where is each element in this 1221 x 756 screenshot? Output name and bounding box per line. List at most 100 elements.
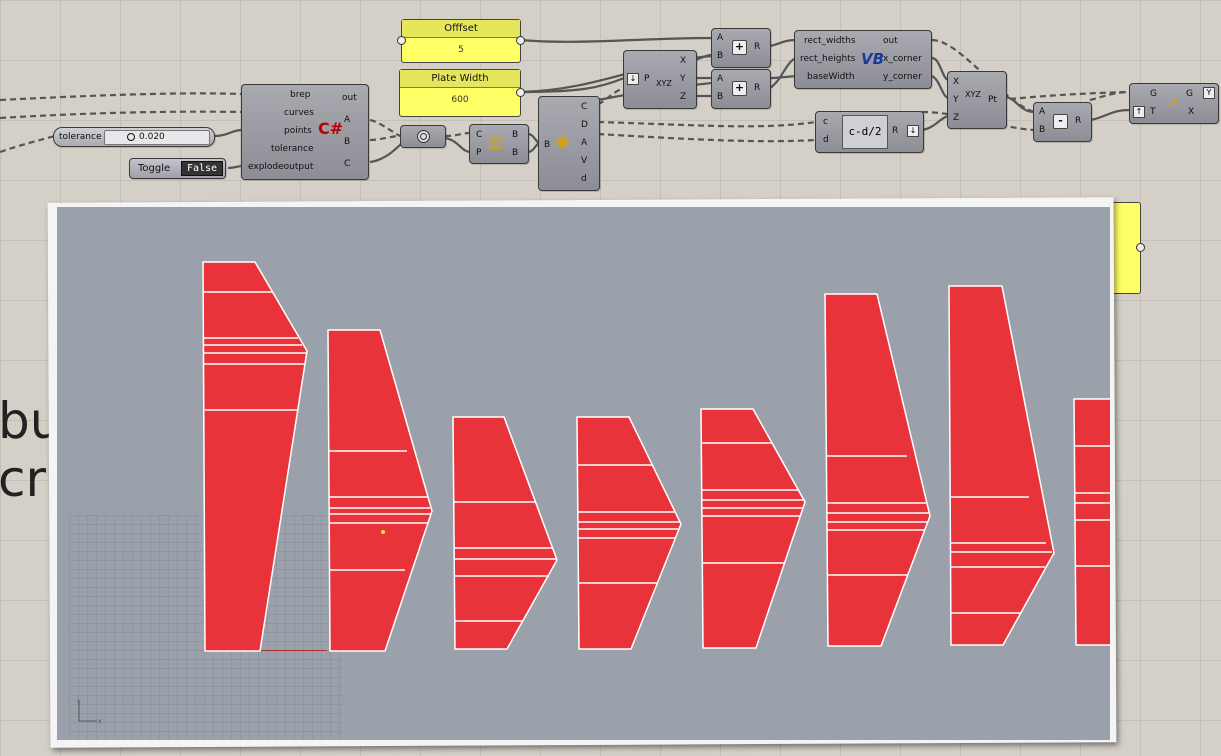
construct-point-input-z: Z: [953, 113, 960, 123]
vb-output-x-corner: x_corner: [883, 54, 922, 64]
viewport-axis-line: [257, 650, 327, 651]
construct-point-input-x: X: [953, 77, 960, 87]
red-shape-3: [452, 416, 558, 650]
addition-2-output-r: R: [754, 83, 761, 93]
offset-output-port[interactable]: [516, 36, 525, 45]
csharp-input-tolerance: tolerance: [271, 144, 314, 154]
addition-1-output-r: R: [754, 42, 761, 52]
viewport-point-marker: [381, 530, 385, 534]
red-shape-1: [202, 261, 308, 652]
deconstruct-brep-input-b: B: [544, 140, 551, 150]
construct-point-component[interactable]: X Y Z XYZ Pt: [947, 71, 1007, 129]
construct-point-input-y: Y: [953, 95, 959, 105]
vb-input-rect-widths: rect_widths: [804, 36, 856, 46]
vb-output-out: out: [883, 36, 898, 46]
addition-1-input-b: B: [717, 51, 724, 61]
addition-component-2[interactable]: A B + R: [711, 69, 771, 109]
deconstruct-brep-output-c: C: [581, 102, 588, 112]
red-shape-5: [700, 408, 806, 649]
expression-input-c: c: [823, 117, 828, 127]
move-output-graft-icon: Y: [1203, 87, 1215, 99]
expression-output-r: R: [892, 126, 899, 136]
graft-icon: ↓: [627, 73, 639, 85]
offset-panel[interactable]: Offfset 5: [401, 19, 521, 63]
tolerance-slider-knob[interactable]: [127, 133, 135, 141]
deconstruct-brep-component[interactable]: B C D A V d ✹: [538, 96, 600, 191]
red-shape-2: [327, 329, 433, 652]
toggle-value[interactable]: False: [181, 161, 223, 176]
addition-2-plus-icon: +: [732, 81, 747, 96]
move-input-g: G: [1150, 89, 1157, 99]
construct-point-output-pt: Pt: [988, 95, 997, 105]
brep-param-icon: [417, 130, 430, 143]
deconstruct-brep-output-d2: d: [581, 174, 587, 184]
offset-panel-title: Offfset: [402, 20, 520, 38]
deconstruct-point-input-p: P: [644, 74, 650, 84]
csharp-input-curves: curves: [284, 108, 314, 118]
vb-script-component[interactable]: rect_widths rect_heights baseWidth out x…: [794, 30, 932, 89]
viewport[interactable]: y x: [57, 207, 1110, 740]
red-shape-7: [948, 285, 1055, 646]
tolerance-slider[interactable]: tolerance 0.020: [53, 127, 215, 147]
subtraction-input-b: B: [1039, 125, 1046, 135]
svg-text:x: x: [98, 718, 102, 725]
curve-param-output-b1: B: [512, 130, 519, 140]
brep-param-component[interactable]: [400, 125, 446, 148]
wires-layer: [0, 36, 1131, 170]
curve-param-input-c: C: [476, 130, 483, 140]
subtraction-component[interactable]: A B - R: [1033, 102, 1092, 142]
vb-icon: VB: [861, 50, 885, 68]
red-shape-4: [576, 416, 682, 650]
red-shape-6: [824, 293, 931, 647]
plate-width-panel-value[interactable]: 600: [451, 95, 469, 105]
expression-graft-icon: ↓: [907, 125, 919, 137]
csharp-output-c: C: [344, 159, 351, 169]
plate-width-panel[interactable]: Plate Width 600: [399, 69, 521, 117]
move-component[interactable]: ↑ G T ↗ G X Y: [1129, 83, 1219, 124]
move-output-g: G: [1186, 89, 1193, 99]
explode-icon: ✹: [555, 133, 571, 154]
curve-param-output-b2: B: [512, 148, 519, 158]
svg-text:y: y: [77, 698, 81, 705]
axis-widget: y x: [77, 698, 102, 725]
tolerance-slider-label: tolerance: [59, 132, 102, 142]
csharp-output-a: A: [344, 115, 351, 125]
csharp-input-explodeoutput: explodeoutput: [248, 162, 314, 172]
csharp-script-component[interactable]: brep curves points tolerance explodeoutp…: [241, 84, 369, 180]
vb-input-basewidth: baseWidth: [807, 72, 855, 82]
addition-component-1[interactable]: A B + R: [711, 28, 771, 68]
deconstruct-point-output-z: Z: [680, 92, 687, 102]
deconstruct-brep-output-a: A: [581, 138, 588, 148]
move-input-t: T: [1150, 107, 1156, 117]
deconstruct-point-output-x: X: [680, 56, 687, 66]
expression-input-d: d: [823, 135, 829, 145]
addition-1-input-a: A: [717, 33, 724, 43]
toggle-label: Toggle: [138, 163, 171, 174]
tolerance-slider-track[interactable]: 0.020: [104, 130, 210, 145]
csharp-input-points: points: [284, 126, 312, 136]
toggle-component[interactable]: Toggle False: [129, 158, 226, 179]
deconstruct-brep-output-v: V: [581, 156, 588, 166]
hidden-panel-port[interactable]: [1136, 243, 1145, 252]
csharp-icon: C#: [318, 119, 344, 138]
curve-param-component[interactable]: C P B B ⚄: [469, 124, 529, 164]
subtraction-minus-icon: -: [1053, 114, 1068, 129]
construct-point-icon: XYZ: [965, 90, 981, 99]
csharp-output-b: B: [344, 137, 351, 147]
subtraction-output-r: R: [1075, 116, 1082, 126]
deconstruct-point-output-y: Y: [680, 74, 686, 84]
csharp-output-out: out: [342, 93, 357, 103]
tolerance-slider-value: 0.020: [139, 132, 165, 142]
offset-input-port[interactable]: [397, 36, 406, 45]
move-graft-icon: ↑: [1133, 106, 1145, 118]
deconstruct-point-icon: XYZ: [656, 79, 672, 88]
vb-output-y-corner: y_corner: [883, 72, 922, 82]
plate-width-panel-title: Plate Width: [400, 70, 520, 88]
offset-panel-value[interactable]: 5: [458, 45, 464, 55]
deconstruct-point-component[interactable]: ↓ P XYZ X Y Z: [623, 50, 697, 109]
addition-1-plus-icon: +: [732, 40, 747, 55]
plate-width-output-port[interactable]: [516, 88, 525, 97]
dice-icon: ⚄: [488, 134, 502, 153]
expression-box[interactable]: c-d/2: [842, 115, 888, 149]
expression-component[interactable]: c d c-d/2 R ↓: [815, 111, 924, 153]
